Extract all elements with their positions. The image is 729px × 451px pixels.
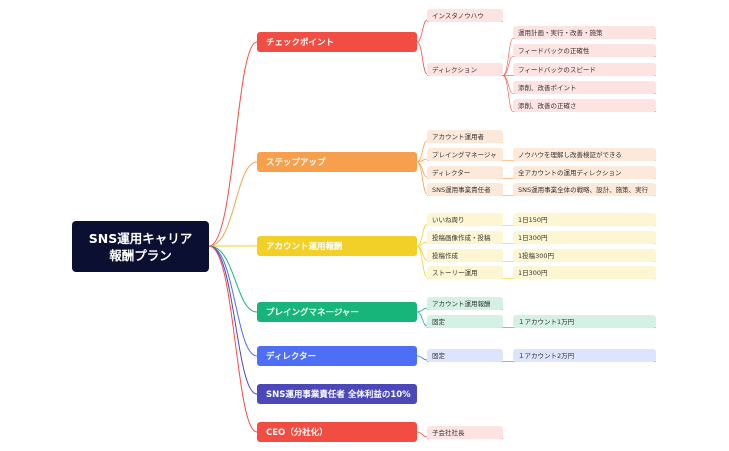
child-node-0-0-label: インスタノウハウ (432, 12, 484, 20)
child-node-1-3-label: SNS運用事業責任者 (432, 186, 491, 194)
root-title-line2: 報酬プラン (109, 247, 172, 263)
leaf-node-0-1-2-label: フィードバックのスピード (518, 66, 596, 74)
child-node-1-2: ディレクター (427, 165, 503, 179)
child-node-1-1: プレイングマネージャ (427, 147, 503, 161)
child-node-3-0-label: アカウント運用報酬 (432, 300, 491, 308)
leaf-node-1-1-0-label: ノウハウを理解し改善検証ができる (518, 151, 622, 159)
leaf-node-0-1-0-label: 運用計画・実行・改善・施策 (518, 29, 603, 37)
connector-branch-6-child-0 (416, 431, 428, 438)
branch-node-3: プレイングマネージャー (257, 302, 417, 322)
branch-node-5: SNS運用事業責任者 全体利益の10% (257, 384, 417, 404)
connector-root-branch-0 (208, 41, 258, 247)
child-node-3-1: 固定 (427, 314, 503, 328)
child-node-1-3: SNS運用事業責任者 (427, 182, 503, 196)
child-node-2-2: 投稿作成 (427, 248, 503, 262)
leaf-node-2-3-0: 1日300円 (513, 265, 656, 279)
leaf-node-2-2-0-label: 1投稿300円 (518, 252, 555, 260)
leaf-node-2-1-0: 1日300円 (513, 230, 656, 244)
child-node-3-0: アカウント運用報酬 (427, 296, 503, 310)
leaf-node-0-1-1-label: フィードバックの正確性 (518, 47, 590, 55)
child-node-1-2-label: ディレクター (432, 169, 471, 177)
branch-node-3-label: プレイングマネージャー (266, 308, 359, 318)
leaf-node-0-1-4: 添削、改善の正確さ (513, 98, 656, 112)
child-node-2-3-label: ストーリー運用 (432, 269, 478, 277)
child-node-0-0: インスタノウハウ (427, 8, 503, 22)
connector-child-0-1-leaf-1 (502, 56, 514, 76)
child-node-6-0: 子会社社長 (427, 425, 503, 439)
leaf-node-0-1-1: フィードバックの正確性 (513, 43, 656, 57)
leaf-node-2-0-0: 1日150円 (513, 212, 656, 226)
connector-branch-2-child-0 (416, 223, 428, 247)
branch-node-0: チェックポイント (257, 32, 417, 52)
connector-branch-3-child-0 (416, 307, 428, 313)
connector-branch-1-child-1 (416, 158, 428, 163)
connector-root-branch-6 (208, 245, 258, 433)
connector-branch-2-child-3 (416, 245, 428, 278)
root-title-line1: SNS運用キャリア (88, 230, 193, 246)
leaf-node-1-2-0: 全アカウントの運用ディレクション (513, 165, 656, 179)
branch-node-1: ステップアップ (257, 152, 417, 172)
connector-child-0-1-leaf-4 (502, 75, 514, 112)
child-node-1-0: アカウント運用者 (427, 129, 503, 143)
leaf-node-1-3-0: SNS運用事業全体の戦略、設計、施策、実行 (513, 182, 656, 196)
branch-node-4-label: ディレクター (266, 352, 317, 362)
branch-node-4: ディレクター (257, 346, 417, 366)
child-node-4-0: 固定 (427, 348, 503, 362)
connector-root-branch-3 (208, 245, 258, 313)
child-node-4-0-label: 固定 (432, 352, 445, 360)
connector-branch-4-child-0 (416, 355, 428, 361)
leaf-node-0-1-4-label: 添削、改善の正確さ (518, 102, 577, 110)
connector-root-branch-1 (208, 161, 258, 247)
child-node-6-0-label: 子会社社長 (432, 429, 465, 437)
connector-branch-0-child-1 (416, 41, 428, 75)
leaf-node-3-1-0: １アカウント1万円 (513, 314, 656, 328)
connector-root-branch-4 (208, 245, 258, 357)
leaf-node-0-1-3-label: 添削、改善ポイント (518, 84, 577, 92)
connector-branch-0-child-0 (416, 19, 428, 43)
leaf-node-2-2-0: 1投稿300円 (513, 248, 656, 262)
child-node-2-2-label: 投稿作成 (432, 252, 458, 260)
child-node-3-1-label: 固定 (432, 318, 445, 326)
leaf-node-1-2-0-label: 全アカウントの運用ディレクション (518, 169, 622, 177)
leaf-node-2-1-0-label: 1日300円 (518, 234, 548, 242)
connector-branch-1-child-0 (416, 140, 428, 163)
leaf-node-0-1-2: フィードバックのスピード (513, 62, 656, 76)
child-node-2-0-label: いいね周り (432, 216, 465, 224)
leaf-node-0-1-3: 添削、改善ポイント (513, 80, 656, 94)
leaf-node-1-3-0-label: SNS運用事業全体の戦略、設計、施策、実行 (518, 186, 649, 194)
branch-node-2: アカウント運用報酬 (257, 236, 417, 256)
connector-branch-2-child-1 (416, 241, 428, 247)
leaf-node-1-1-0: ノウハウを理解し改善検証ができる (513, 147, 656, 161)
child-node-0-1-label: ディレクション (432, 66, 478, 74)
root-node: SNS運用キャリア 報酬プラン (72, 221, 209, 272)
connector-branch-3-child-1 (416, 311, 428, 327)
branch-node-6-label: CEO（分社化） (266, 428, 328, 438)
connector-branch-1-child-3 (416, 161, 428, 195)
connector-root-branch-5 (208, 245, 258, 395)
child-node-2-0: いいね周り (427, 212, 503, 226)
child-node-2-1-label: 投稿画像作成・投稿 (432, 234, 491, 242)
leaf-node-2-3-0-label: 1日300円 (518, 269, 548, 277)
leaf-node-3-1-0-label: １アカウント1万円 (518, 318, 575, 326)
leaf-node-4-0-0-label: １アカウント2万円 (518, 352, 575, 360)
branch-node-0-label: チェックポイント (266, 38, 335, 48)
child-node-2-1: 投稿画像作成・投稿 (427, 230, 503, 244)
branch-node-5-label: SNS運用事業責任者 全体利益の10% (266, 390, 411, 400)
leaf-node-2-0-0-label: 1日150円 (518, 216, 548, 224)
child-node-1-0-label: アカウント運用者 (432, 133, 484, 141)
leaf-node-4-0-0: １アカウント2万円 (513, 348, 656, 362)
branch-node-2-label: アカウント運用報酬 (266, 242, 343, 252)
child-node-0-1: ディレクション (427, 62, 503, 76)
connector-child-0-1-leaf-0 (502, 38, 514, 76)
child-node-2-3: ストーリー運用 (427, 265, 503, 279)
branch-node-6: CEO（分社化） (257, 422, 417, 442)
child-node-1-1-label: プレイングマネージャ (432, 151, 497, 159)
leaf-node-0-1-0: 運用計画・実行・改善・施策 (513, 25, 656, 39)
branch-node-1-label: ステップアップ (266, 158, 326, 168)
